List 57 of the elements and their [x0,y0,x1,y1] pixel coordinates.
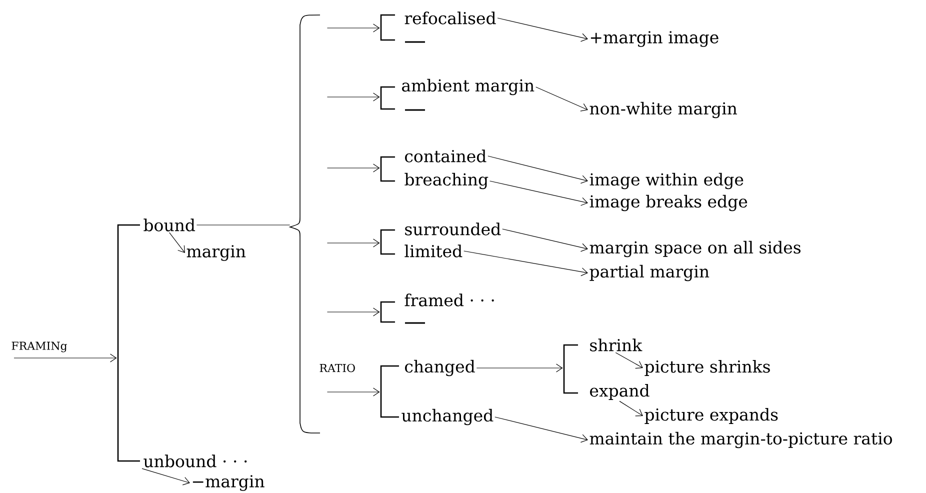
arrow [536,86,588,112]
feature-text: non-white margin [590,102,737,118]
feature-text: −margin [192,475,264,491]
arrow [476,364,563,372]
feature-text: image within edge [590,172,744,190]
feature-text: unchanged [402,408,494,426]
arrow [502,228,588,252]
arrow [326,24,380,32]
feature-text: ambient margin [402,78,534,96]
blank-option-line [405,109,425,111]
system-bracket [380,301,395,323]
feature-text: margin space on all sides [590,240,801,258]
arrow [464,250,588,276]
edge-label: FRAMINg [12,342,67,352]
feature-text: contained [405,150,486,162]
edge-label: RATIO [320,364,355,372]
system-bracket [380,14,395,41]
arrow [497,18,588,42]
arrow [488,156,588,184]
arrow [619,400,643,416]
arrow [326,238,380,248]
feature-text: limited [404,244,462,258]
system-bracket [380,86,395,110]
arrow [326,164,380,172]
feature-text: shrink [590,338,642,352]
feature-text: margin [186,245,246,261]
arrow [169,232,185,253]
blank-option-line [405,41,425,43]
system-bracket [380,365,399,418]
feature-text: changed [405,360,475,376]
feature-text: partial margin [590,264,710,282]
feature-text: bound [144,218,196,232]
arrow [326,308,380,316]
feature-text: framed · · · [404,294,494,306]
arrow [490,180,588,206]
feature-text: breaching [404,172,488,190]
arrow [494,416,588,443]
system-bracket [563,344,578,394]
feature-text: image breaks edge [590,194,748,212]
feature-text: picture shrinks [644,360,770,376]
system-bracket [117,224,140,462]
arrow [326,388,380,396]
arrow [615,352,643,369]
feature-text: maintain the margin-to-picture ratio [590,432,892,448]
feature-text: picture expands [644,408,778,424]
arrow [14,354,117,362]
feature-text: expand [590,384,650,400]
blank-option-line [405,322,425,324]
curly-brace [290,14,320,434]
system-bracket [380,156,395,182]
feature-text: surrounded [405,222,501,236]
feature-text: unbound · · · [144,454,247,468]
arrow [326,92,380,102]
arrow [142,468,190,486]
feature-text: refocalised [404,12,496,24]
feature-text: +margin image [590,31,718,47]
system-bracket [380,229,395,255]
